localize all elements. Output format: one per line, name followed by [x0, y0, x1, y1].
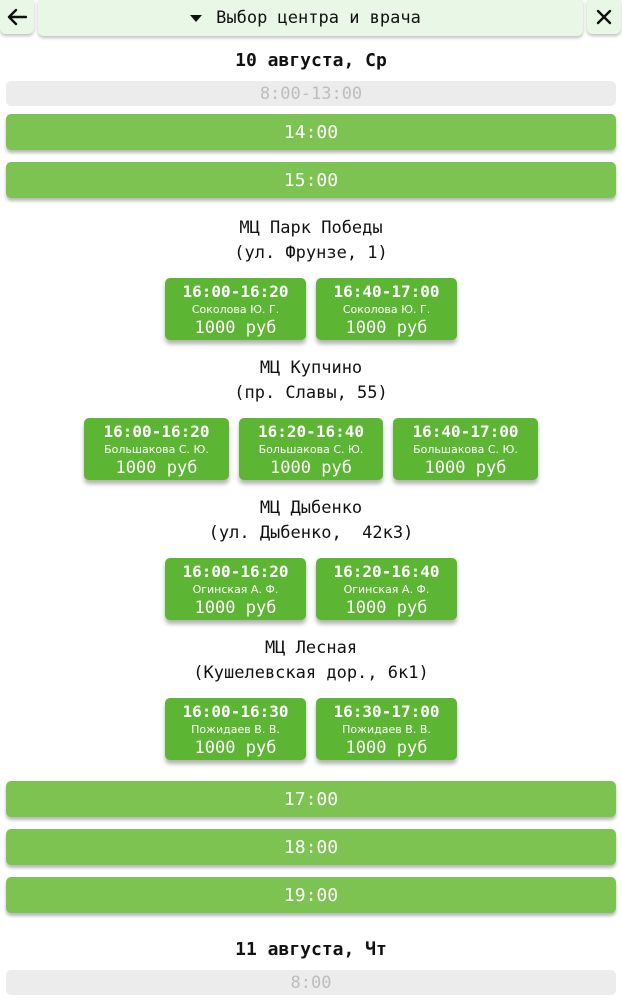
slot-price: 1000 руб [345, 738, 428, 758]
back-button[interactable] [0, 0, 34, 34]
appointment-slot[interactable]: 16:00-16:20 Огинская А. Ф. 1000 руб [165, 558, 306, 620]
appointment-slot[interactable]: 16:00-16:30 Пожидаев В. В. 1000 руб [165, 698, 306, 760]
appointment-slot[interactable]: 16:40-17:00 Большакова С. Ю. 1000 руб [393, 418, 538, 480]
slot-time: 16:40-17:00 [333, 282, 440, 301]
slot-time: 16:20-16:40 [258, 422, 364, 441]
slot-price: 1000 руб [194, 318, 277, 338]
slot-price: 1000 руб [194, 598, 277, 618]
caret-down-icon [190, 14, 203, 22]
header-bar: Выбор центра и врача [0, 0, 622, 38]
slot-doctor: Пожидаев В. В. [191, 723, 280, 736]
hour-button[interactable]: 17:00 [6, 781, 616, 817]
appointment-slot[interactable]: 16:20-16:40 Большакова С. Ю. 1000 руб [239, 418, 383, 480]
hour-button[interactable]: 14:00 [6, 114, 616, 150]
slot-doctor: Соколова Ю. Г. [342, 303, 431, 316]
appointment-slot[interactable]: 16:20-16:40 Огинская А. Ф. 1000 руб [316, 558, 457, 620]
center-doctor-dropdown[interactable]: Выбор центра и врача [38, 0, 583, 36]
appointment-slot[interactable]: 16:00-16:20 Соколова Ю. Г. 1000 руб [165, 278, 306, 340]
slot-doctor: Большакова С. Ю. [413, 443, 518, 456]
hour-button[interactable]: 19:00 [6, 877, 616, 913]
slot-doctor: Большакова С. Ю. [104, 443, 209, 456]
slot-price: 1000 руб [115, 458, 198, 478]
unavailable-time-range: 8:00-13:00 [6, 81, 616, 106]
slot-price: 1000 руб [345, 318, 428, 338]
header-title: Выбор центра и врача [216, 8, 421, 28]
slot-time: 16:00-16:20 [182, 562, 289, 581]
slot-time: 16:00-16:20 [182, 282, 289, 301]
slot-price: 1000 руб [424, 458, 507, 478]
center-address: (ул. Дыбенко, 42к3) [208, 523, 414, 543]
slot-time: 16:20-16:40 [333, 562, 440, 581]
slot-time: 16:40-17:00 [412, 422, 519, 441]
slot-doctor: Большакова С. Ю. [258, 443, 364, 456]
slot-doctor: Огинская А. Ф. [192, 583, 279, 596]
center-name: МЦ Парк Победы [239, 218, 383, 238]
slot-doctor: Огинская А. Ф. [343, 583, 430, 596]
hour-button[interactable]: 15:00 [6, 162, 616, 198]
close-button[interactable] [587, 0, 621, 34]
close-icon [596, 9, 612, 25]
slot-price: 1000 руб [194, 738, 277, 758]
center-name: МЦ Лесная [264, 638, 358, 658]
slot-price: 1000 руб [345, 598, 428, 618]
center-name: МЦ Дыбенко [259, 498, 363, 518]
day-date: 11 августа, Чт [235, 939, 387, 960]
slot-time: 16:00-16:30 [182, 702, 289, 721]
center-address: (ул. Фрунзе, 1) [234, 243, 388, 263]
slot-doctor: Пожидаев В. В. [342, 723, 431, 736]
slot-time: 16:30-17:00 [333, 702, 440, 721]
slot-doctor: Соколова Ю. Г. [191, 303, 280, 316]
center-name: МЦ Купчино [259, 358, 363, 378]
appointment-slot[interactable]: 16:30-17:00 Пожидаев В. В. 1000 руб [316, 698, 457, 760]
center-address: (пр. Славы, 55) [234, 383, 388, 403]
unavailable-time-range: 8:00 [6, 970, 616, 995]
hour-button[interactable]: 18:00 [6, 829, 616, 865]
arrow-left-icon [7, 8, 27, 26]
slot-time: 16:00-16:20 [103, 422, 210, 441]
day-date: 10 августа, Ср [235, 50, 387, 71]
appointment-slot[interactable]: 16:00-16:20 Большакова С. Ю. 1000 руб [84, 418, 229, 480]
center-address: (Кушелевская дор., 6к1) [193, 663, 429, 683]
slot-price: 1000 руб [270, 458, 352, 478]
appointment-slot[interactable]: 16:40-17:00 Соколова Ю. Г. 1000 руб [316, 278, 457, 340]
